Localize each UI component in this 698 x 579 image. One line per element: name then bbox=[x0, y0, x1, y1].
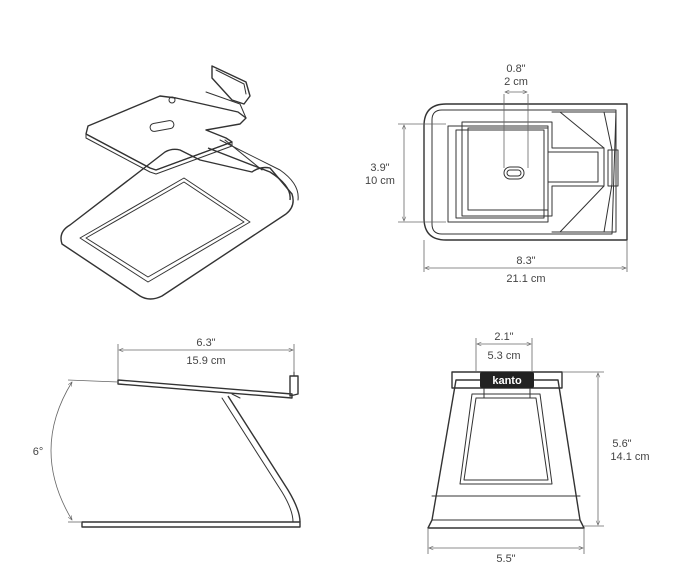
iso-slot bbox=[149, 120, 175, 132]
dim-angle: 6° bbox=[33, 446, 44, 458]
top-slot bbox=[503, 166, 525, 180]
top-outer bbox=[423, 103, 628, 241]
iso-upright bbox=[207, 147, 291, 201]
iso-top-plate bbox=[85, 95, 247, 171]
dim-base-width-in: 5.5" bbox=[496, 553, 515, 565]
dim-depth-in: 3.9" bbox=[370, 162, 389, 174]
side-view: 6.3" 15.9 cm 6° bbox=[33, 337, 301, 528]
dim-slot-width-cm: 2 cm bbox=[504, 76, 528, 88]
dim-length-in: 6.3" bbox=[196, 337, 215, 349]
kanto-logo-plate bbox=[480, 372, 534, 388]
isometric-view bbox=[60, 65, 299, 300]
iso-rear-lip bbox=[211, 65, 251, 105]
dim-top-width-cm: 5.3 cm bbox=[487, 350, 520, 362]
dim-width-cm: 21.1 cm bbox=[506, 273, 545, 285]
dim-slot-width-in: 0.8" bbox=[506, 63, 525, 75]
kanto-logo: kanto bbox=[492, 375, 522, 387]
side-top-plate bbox=[117, 379, 293, 399]
iso-base-inner bbox=[79, 177, 251, 283]
front-view: kanto 2.1" 5.3 cm 5.6" 14.1 cm 5.5" bbox=[427, 331, 650, 565]
dim-length-cm: 15.9 cm bbox=[186, 355, 225, 367]
side-base bbox=[81, 521, 301, 528]
dim-height-cm: 14.1 cm bbox=[610, 451, 649, 463]
front-body bbox=[427, 379, 585, 529]
iso-base-outer bbox=[60, 148, 294, 300]
top-view: 0.8" 2 cm 3.9" 10 cm 8.3" 21.1 cm bbox=[365, 63, 628, 285]
dim-height-in: 5.6" bbox=[612, 438, 631, 450]
dim-width-in: 8.3" bbox=[516, 255, 535, 267]
dim-top-width-in: 2.1" bbox=[494, 331, 513, 343]
side-upright bbox=[227, 395, 301, 523]
dim-depth-cm: 10 cm bbox=[365, 175, 395, 187]
